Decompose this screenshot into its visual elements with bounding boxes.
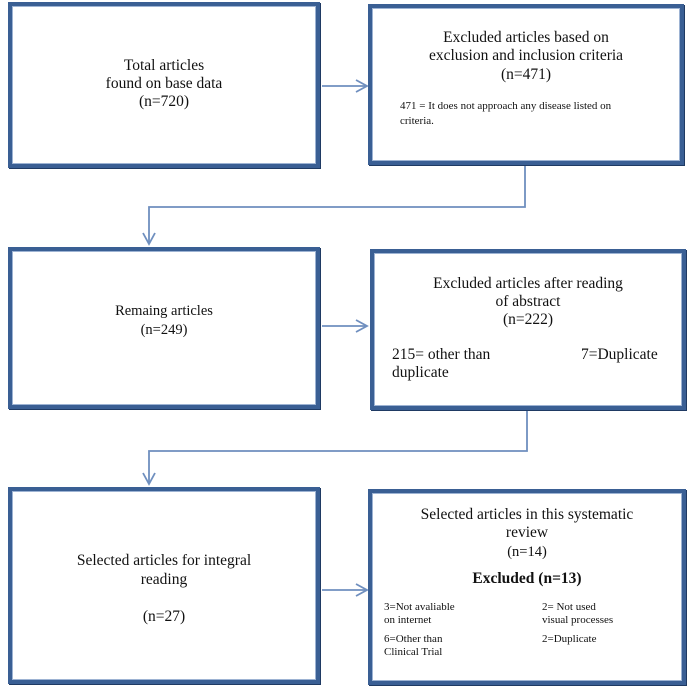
excluded-criteria-line1: Excluded articles based on <box>443 29 609 46</box>
excluded-criteria-count: (n=471) <box>500 66 552 83</box>
excluded-not-visual-line1: 2= Not used <box>542 601 596 613</box>
excluded-duplicate: 2=Duplicate <box>542 633 597 645</box>
excluded-other-trial-line2: Clinical Trial <box>384 646 443 658</box>
remaining-articles-label: Remaing articles <box>115 303 213 319</box>
excluded-abstract-line2: of abstract <box>495 293 561 310</box>
excluded-abstract-count: (n=222) <box>502 311 554 328</box>
excluded-criteria-line2: exclusion and inclusion criteria <box>428 47 624 64</box>
remaining-articles-count: (n=249) <box>140 322 188 338</box>
total-articles-count: (n=720) <box>138 93 190 110</box>
total-articles-line1: Total articles <box>123 57 205 74</box>
excluded-total-heading: Excluded (n=13) <box>472 570 582 587</box>
integral-reading-line2: reading <box>140 571 188 588</box>
excluded-not-available-line1: 3=Not avaliable <box>384 601 455 613</box>
excluded-other-trial-line1: 6=Other than <box>384 633 443 645</box>
selected-review-line2: review <box>505 524 549 541</box>
arrow-excluded-to-remaining <box>148 166 526 243</box>
excluded-abstract-line1: Excluded articles after reading <box>433 275 623 292</box>
excluded-criteria-note-line1: 471 = It does not approach any disease l… <box>400 100 612 112</box>
selected-review-line1: Selected articles in this systematic <box>420 506 634 523</box>
remaining-articles-box: Remaing articles (n=249) <box>8 247 320 409</box>
integral-reading-line1: Selected articles for integral <box>76 552 252 569</box>
total-articles-line2: found on base data <box>105 75 223 92</box>
arrowhead-remaining-to-abstract <box>355 319 369 333</box>
integral-reading-box: Selected articles for integral reading (… <box>8 487 320 684</box>
excluded-abstract-other-line2: duplicate <box>392 364 449 381</box>
excluded-abstract-other-line1: 215= other than <box>392 346 491 363</box>
selected-review-count: (n=14) <box>507 544 547 560</box>
excluded-criteria-note-line2: criteria. <box>400 115 434 127</box>
excluded-not-available-line2: on internet <box>384 614 432 626</box>
selected-review-box: Selected articles in this systematic rev… <box>368 489 686 685</box>
excluded-not-visual-line2: visual processes <box>542 614 614 626</box>
excluded-abstract-duplicate: 7=Duplicate <box>581 346 658 363</box>
arrowhead-total-to-excluded <box>355 79 369 93</box>
total-articles-box: Total articles found on base data (n=720… <box>8 2 320 168</box>
arrowhead-integral-to-selected <box>355 583 369 597</box>
excluded-abstract-box: Excluded articles after reading of abstr… <box>370 249 686 410</box>
excluded-criteria-box: Excluded articles based on exclusion and… <box>368 4 684 165</box>
integral-reading-count: (n=27) <box>142 608 186 625</box>
arrow-abstract-to-integral <box>148 410 528 483</box>
arrowhead-excluded-to-remaining <box>142 232 156 246</box>
arrowhead-abstract-to-integral <box>142 472 156 486</box>
